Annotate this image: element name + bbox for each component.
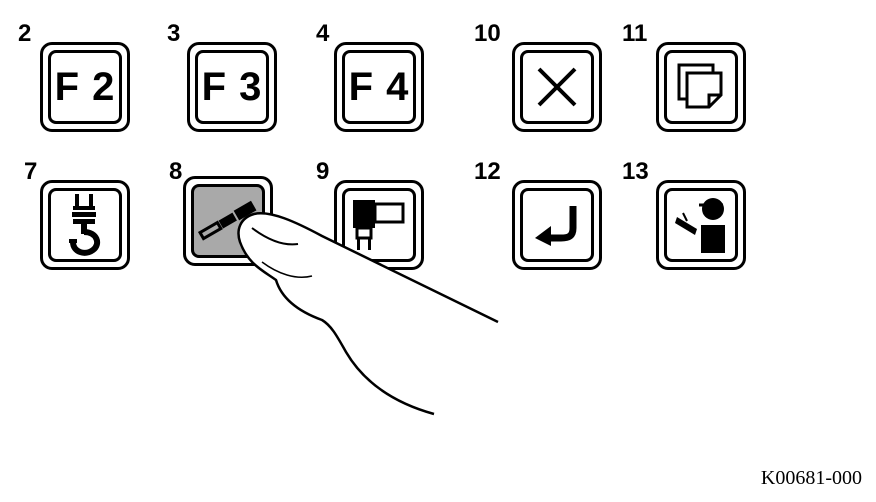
close-x-icon — [537, 67, 577, 107]
hydraulic-cylinder-icon — [353, 200, 405, 250]
f4-key-label: F 4 — [348, 64, 410, 109]
copy-key[interactable] — [656, 42, 746, 132]
key-number-3: 3 — [167, 20, 181, 47]
figure-code-caption: K00681-000 — [760, 467, 862, 489]
key-number-8: 8 — [169, 158, 183, 185]
key-number-9: 9 — [316, 158, 330, 185]
hook-key[interactable] — [40, 180, 130, 270]
key-number-7: 7 — [24, 158, 38, 185]
enter-return-icon — [535, 206, 577, 246]
boom-key[interactable] — [183, 176, 273, 266]
cylinder-key[interactable] — [334, 180, 424, 270]
key-number-4: 4 — [316, 20, 330, 47]
key-number-12: 12 — [474, 158, 501, 185]
operator-key[interactable] — [656, 180, 746, 270]
f3-key[interactable]: F 3 — [187, 42, 277, 132]
copy-pages-icon — [677, 63, 723, 109]
f2-key-label: F 2 — [54, 64, 116, 109]
operator-person-icon — [675, 198, 725, 253]
crane-hook-icon — [69, 194, 101, 256]
f3-key-label: F 3 — [201, 64, 263, 109]
key-number-11: 11 — [622, 20, 648, 47]
key-number-13: 13 — [622, 158, 649, 185]
boom-telescope-icon — [197, 200, 257, 241]
key-number-2: 2 — [18, 20, 32, 47]
key-number-10: 10 — [474, 20, 501, 47]
f4-key[interactable]: F 4 — [334, 42, 424, 132]
cancel-key[interactable] — [512, 42, 602, 132]
enter-key[interactable] — [512, 180, 602, 270]
f2-key[interactable]: F 2 — [40, 42, 130, 132]
